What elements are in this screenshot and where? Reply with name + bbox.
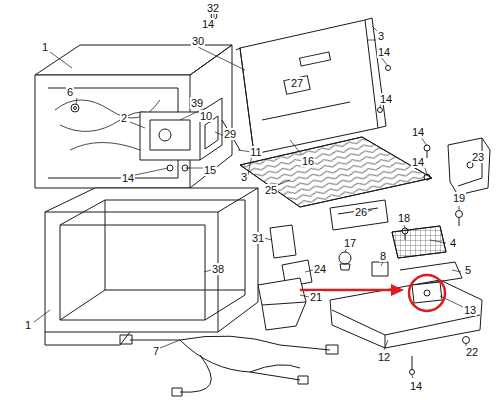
callout-number: 7	[152, 345, 160, 357]
callout-number: 29	[223, 128, 237, 140]
ribbed-plate	[240, 137, 432, 207]
callout-number: 22	[465, 346, 479, 358]
callout-number: 2	[120, 112, 128, 124]
highlight-arrow	[300, 275, 445, 311]
callout-number: 19	[452, 192, 466, 204]
callout-number: 11	[249, 146, 262, 158]
callout-number: 13	[463, 304, 477, 316]
callout-number: 14	[411, 126, 425, 138]
upper-housing	[35, 45, 232, 188]
callout-number: 16	[301, 155, 315, 167]
callout-number: 25	[264, 184, 278, 196]
lower-liner	[45, 188, 258, 345]
callout-number: 15	[203, 164, 217, 176]
callout-number: 21	[309, 291, 323, 303]
callout-number: 3	[377, 30, 385, 42]
callout-number: 24	[313, 263, 327, 275]
callout-number: 14	[201, 18, 215, 30]
rear-panel	[211, 13, 391, 156]
callout-number: 10	[199, 110, 213, 122]
callout-number: 30	[191, 35, 205, 47]
callout-number: 39	[190, 97, 204, 109]
callout-number: 14	[377, 46, 391, 58]
callout-number: 1	[41, 41, 49, 53]
wire-harness	[120, 335, 338, 396]
callout-number: 26	[354, 206, 368, 218]
callout-number: 5	[464, 264, 472, 276]
callout-number: 27	[290, 77, 304, 89]
callout-number: 32	[206, 2, 220, 14]
callout-number: 12	[377, 351, 391, 363]
callout-number: 14	[409, 380, 423, 392]
callout-number: 14	[379, 93, 393, 105]
callout-number: 17	[343, 237, 357, 249]
callout-number: 3	[240, 171, 248, 183]
callout-number: 14	[121, 172, 135, 184]
callout-number: 14	[411, 156, 425, 168]
side-bracket	[448, 138, 490, 195]
callout-number: 1	[24, 319, 32, 331]
callout-number: 4	[449, 237, 457, 249]
callout-number: 18	[397, 212, 411, 224]
callout-number: 23	[471, 151, 485, 163]
callout-number: 38	[211, 263, 225, 275]
callout-number: 8	[379, 250, 387, 262]
callout-number: 31	[251, 232, 265, 244]
control-bracket	[140, 98, 240, 171]
callout-number: 6	[66, 86, 74, 98]
